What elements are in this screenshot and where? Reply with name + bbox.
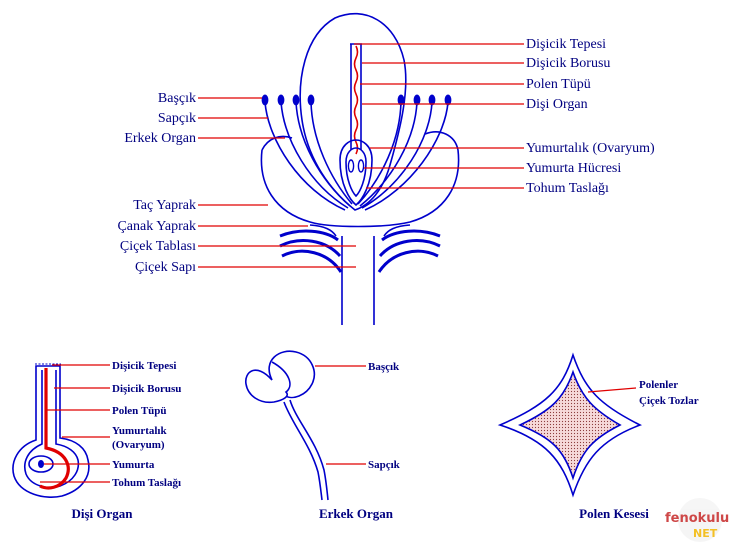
label-pedicel: Çiçek Sapı [135, 260, 196, 275]
anther-left-3 [292, 94, 300, 106]
watermark-line2: NET [693, 527, 718, 540]
stamen-label-filament: Sapçık [368, 459, 401, 471]
pistil-label-stigma: Dişicik Tepesi [112, 360, 177, 372]
label-stamen: Erkek Organ [124, 131, 196, 146]
pistil-pollen-tube [39, 368, 70, 490]
label-sepal: Çanak Yaprak [117, 219, 196, 234]
anther-left-2 [277, 94, 285, 106]
ovary-inner [345, 147, 367, 198]
petal-cup [260, 131, 460, 228]
pistil-caption: Dişi Organ [71, 506, 133, 521]
pollen-tube [353, 45, 359, 155]
pollen-label-1: Polenler [639, 379, 678, 391]
pollen-label-2: Çiçek Tozlar [639, 395, 699, 407]
label-receptacle: Çiçek Tablası [120, 239, 196, 254]
main-leaders-right [354, 43, 524, 189]
label-pollen-tube: Polen Tüpü [526, 77, 591, 92]
egg-cell-left [347, 159, 355, 173]
stamen-detail: Başçık Sapçık Erkek Organ [245, 350, 401, 521]
sepals [279, 224, 441, 273]
pistil-label-style: Dişicik Borusu [112, 383, 181, 395]
pistil-label-ovule: Tohum Taslağı [112, 477, 181, 489]
pollen-caption: Polen Kesesi [579, 506, 649, 521]
label-ovary: Yumurtalık (Ovaryum) [526, 141, 655, 156]
label-petal: Taç Yaprak [133, 198, 196, 213]
stamens-right [357, 94, 452, 211]
label-stigma: Dişicik Tepesi [526, 37, 606, 52]
stamen-caption: Erkek Organ [319, 506, 394, 521]
anther-left-1 [261, 94, 269, 106]
anther-left-4 [307, 94, 315, 106]
pistil-label-pollen-tube: Polen Tüpü [112, 405, 167, 417]
watermark-logo: fenokulu NET [665, 498, 729, 542]
anther-right-2 [413, 94, 421, 106]
pistil-outline [299, 13, 407, 211]
stamen-label-anther: Başçık [368, 361, 400, 373]
label-pistil: Dişi Organ [526, 97, 588, 112]
pistil-label-ovary-2: (Ovaryum) [112, 439, 165, 451]
anther-right-1 [397, 94, 405, 106]
ovary-outline [339, 139, 373, 207]
label-style: Dişicik Borusu [526, 56, 610, 71]
flower-stem [341, 235, 375, 326]
pistil-egg [38, 460, 44, 468]
pistil-label-ovary-1: Yumurtalık [112, 425, 167, 437]
stamens-left [261, 94, 353, 211]
pistil-label-egg: Yumurta [112, 459, 155, 471]
pollen-grains [518, 369, 622, 481]
egg-cell-right [357, 159, 365, 173]
pistil-detail: Dişicik Tepesi Dişicik Borusu Polen Tüpü… [12, 360, 181, 521]
main-flower: Başçık Sapçık Erkek Organ Taç Yaprak Çan… [117, 13, 655, 326]
main-leaders-left [198, 97, 356, 268]
label-ovule: Tohum Taslağı [526, 181, 609, 196]
label-egg-cell: Yumurta Hücresi [526, 161, 621, 176]
anther-right-3 [428, 94, 436, 106]
anther-right-4 [444, 94, 452, 106]
pollen-sac-detail: Polenler Çiçek Tozlar Polen Kesesi [497, 352, 699, 521]
watermark-line1: fenokulu [665, 511, 729, 526]
label-filament: Sapçık [158, 111, 196, 126]
label-anther: Başçık [158, 91, 196, 106]
